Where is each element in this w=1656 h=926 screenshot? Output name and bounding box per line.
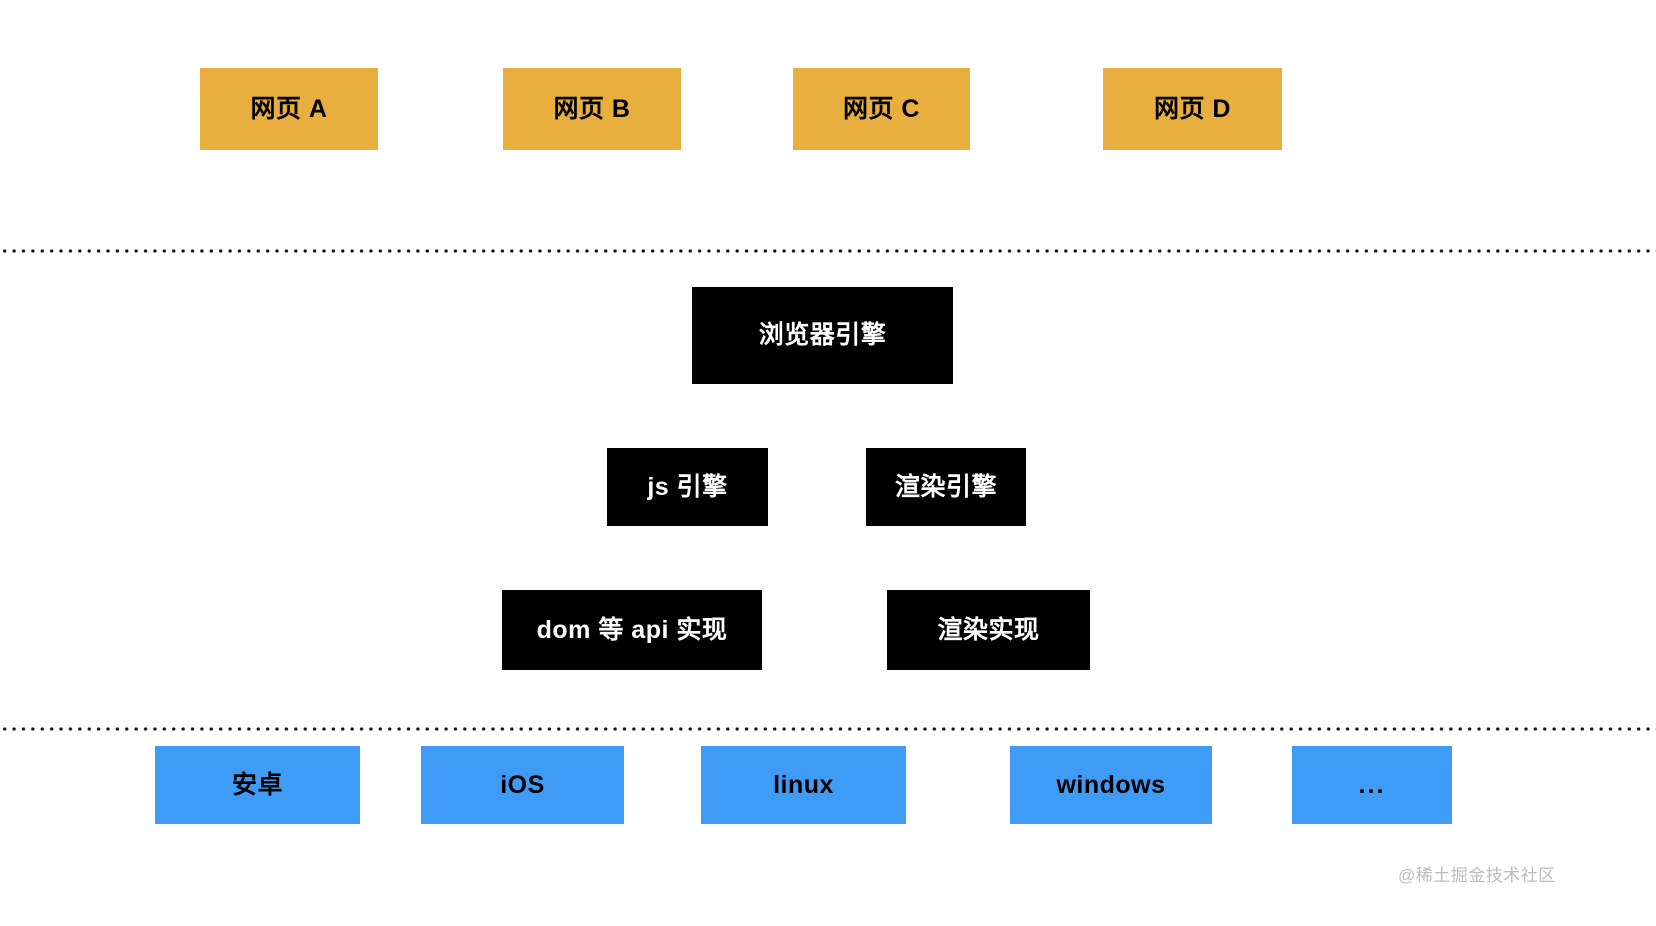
web-page-box-d: 网页 D	[1103, 68, 1282, 150]
js-engine-box: js 引擎	[607, 448, 768, 526]
divider-engines-os	[0, 727, 1656, 731]
divider-pages-engines	[0, 249, 1656, 253]
browser-engine-box: 浏览器引擎	[692, 287, 953, 384]
os-box-android: 安卓	[155, 746, 360, 824]
os-box-windows: windows	[1010, 746, 1212, 824]
os-box-more: ...	[1292, 746, 1452, 824]
web-page-box-b: 网页 B	[503, 68, 681, 150]
dom-api-impl-box: dom 等 api 实现	[502, 590, 762, 670]
os-box-linux: linux	[701, 746, 906, 824]
web-page-box-c: 网页 C	[793, 68, 970, 150]
render-engine-box: 渲染引擎	[866, 448, 1026, 526]
watermark-label: @稀土掘金技术社区	[1398, 866, 1556, 885]
os-box-ios: iOS	[421, 746, 624, 824]
web-page-box-a: 网页 A	[200, 68, 378, 150]
render-impl-box: 渲染实现	[887, 590, 1090, 670]
